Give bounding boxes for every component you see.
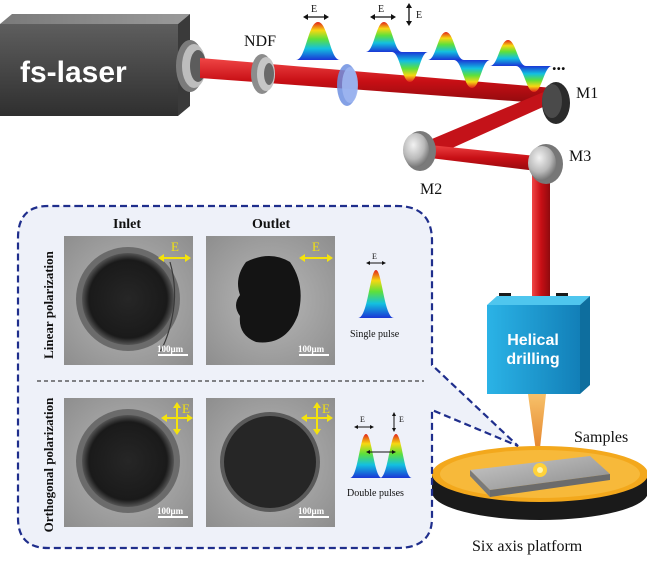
- m3-label: M3: [569, 148, 591, 165]
- e-field-vertical-arrow-icon: [406, 3, 412, 26]
- ndf-filter: [251, 54, 275, 94]
- scale-bar-4: 100μm: [298, 506, 325, 516]
- mirror-m1: [542, 82, 570, 124]
- single-pulse-label: Single pulse: [350, 329, 400, 340]
- mirror-m2: [403, 131, 436, 171]
- e-field-horizontal-arrow-icon: [370, 14, 396, 20]
- e-label-double-v: E: [399, 415, 404, 424]
- sample-plate: [470, 456, 610, 497]
- pulse-ellipsis: ...: [552, 54, 566, 74]
- m1-label: M1: [576, 85, 598, 102]
- laser-beam-path: [200, 58, 563, 334]
- column-header-inlet: Inlet: [113, 217, 141, 232]
- e-label-double-h: E: [360, 415, 365, 424]
- e-label-1: E: [311, 4, 317, 15]
- e-label-ortho-outlet: E: [322, 401, 330, 416]
- e-field-horizontal-arrow-icon: [303, 14, 329, 20]
- double-pulse-icon: [350, 412, 412, 478]
- waveplate-icon: [337, 64, 358, 106]
- double-pulses-label: Double pulses: [347, 488, 404, 499]
- e-label-3: E: [416, 10, 422, 21]
- pulse-train: [296, 22, 552, 92]
- focused-beam-cone: [528, 394, 546, 466]
- sem-image-linear-outlet: [206, 236, 335, 365]
- e-label-linear-outlet: E: [312, 239, 320, 254]
- helical-label-line1: Helical: [507, 332, 559, 349]
- sem-image-orthogonal-inlet: [64, 398, 193, 527]
- row-label-linear-polarization: Linear polarization: [41, 250, 56, 359]
- fs-laser-label: fs-laser: [20, 56, 127, 89]
- scale-bar-2: 100μm: [298, 344, 325, 354]
- scale-bar-3: 100μm: [157, 506, 184, 516]
- single-pulse-icon: [358, 261, 394, 318]
- scale-bar-1: 100μm: [157, 344, 184, 354]
- column-header-outlet: Outlet: [252, 217, 290, 232]
- helical-drilling-module: Helical drilling: [487, 293, 590, 394]
- row-label-orthogonal-polarization: Orthogonal polarization: [41, 397, 56, 532]
- e-label-ortho-inlet: E: [182, 401, 190, 416]
- sem-image-linear-inlet: [64, 236, 193, 365]
- ndf-label: NDF: [244, 33, 276, 50]
- platform-label: Six axis platform: [472, 538, 583, 555]
- e-label-linear-inlet: E: [171, 239, 179, 254]
- sem-image-orthogonal-outlet: [206, 398, 335, 527]
- mirror-m3: [528, 144, 563, 184]
- e-label-2: E: [378, 4, 384, 15]
- helical-label-line2: drilling: [506, 351, 559, 368]
- e-label-single: E: [372, 252, 377, 261]
- m2-label: M2: [420, 181, 442, 198]
- samples-label: Samples: [574, 429, 628, 446]
- fs-laser-source: fs-laser: [0, 14, 206, 116]
